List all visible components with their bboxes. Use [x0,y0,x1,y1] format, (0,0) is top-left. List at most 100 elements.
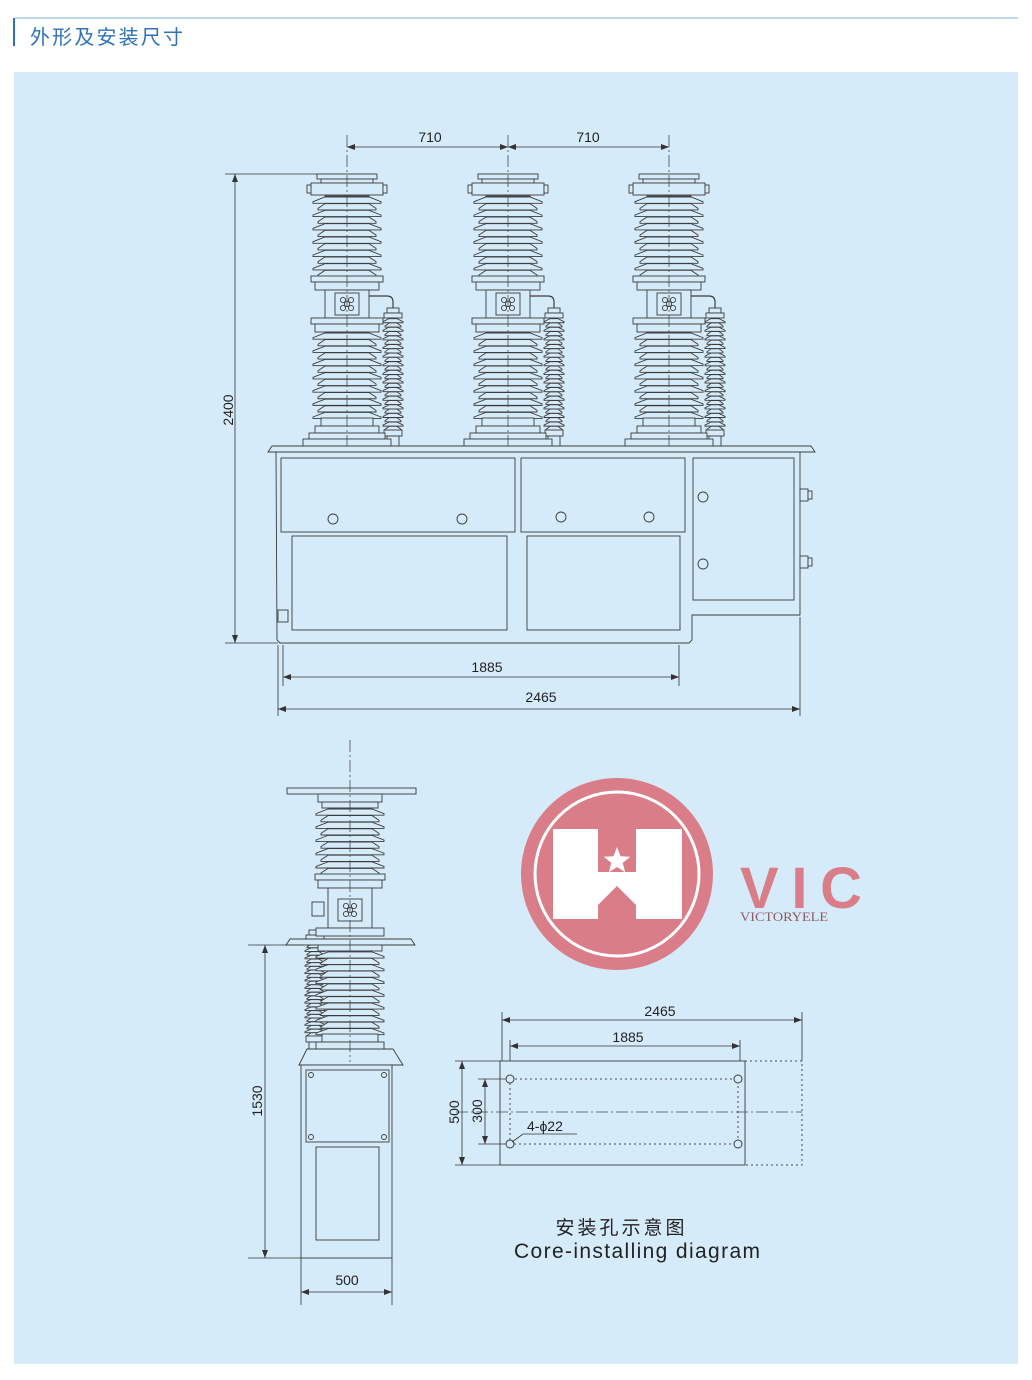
lower-insulator [315,950,385,1036]
top-terminal-plate [286,787,417,795]
insulator-shed [384,339,402,345]
insulator-shed [473,385,543,393]
insulator-shed [706,365,724,371]
mechanism-bolt [500,296,508,304]
insulator-shed [543,378,565,384]
insulator-shed [704,404,726,410]
insulator-shed [384,374,402,380]
hole-pattern-outline [509,1078,739,1145]
insulator-shed [315,989,385,997]
insulator-shed [543,412,565,418]
insulator-shed [543,369,565,375]
insulator-shed [384,331,402,337]
insulator-shed [704,395,726,401]
header-accent-bar [13,18,15,46]
arrester-sheds [543,317,565,431]
mounting-caption-en: Core-installing diagram [514,1240,760,1263]
arrester-sheds [704,317,726,431]
insulator-shed [706,382,724,388]
arrester-cap [547,307,561,314]
inner-width-label: 1885 [471,659,502,675]
grounding-terminal [277,609,289,623]
hinge-leaf [799,488,809,502]
insulator-shed [706,400,724,406]
connector-arm [369,295,394,308]
hole-spec-leader [511,1133,577,1143]
insulator-shed [545,400,563,406]
insulator-shed [545,339,563,345]
arrester-top-flange [544,312,564,319]
flange-ear [467,184,473,194]
insulator-shed [704,352,726,358]
flange-ear [382,184,388,194]
insulator-shed [304,962,326,967]
insulator-shed [312,385,382,393]
insulator-shed [543,326,565,332]
insulator-shed [384,408,402,414]
insulator-shed [382,344,404,350]
logo-ring [533,790,701,958]
front-cabinet [267,445,816,644]
insulator-shed [543,395,565,401]
upper-middle-panel [520,457,686,533]
insulator-shed [382,352,404,358]
side-upper-panel [305,1069,390,1143]
panel-screw [327,513,339,525]
insulator-shed [384,365,402,371]
arrester-bottom-flange [544,429,564,437]
arrester-sheds [382,317,404,431]
insulator-shed [382,335,404,341]
insulator-shed [545,417,563,423]
insulator-shed [312,249,382,258]
mechanism-bolt [669,296,677,304]
panel-screw [456,513,468,525]
insulator-shed [382,387,404,393]
insulator-shed [320,815,380,823]
arrester-bottom-flange [705,429,725,437]
insulator-shed [639,229,699,238]
door-lock [697,491,709,503]
mechanism-bolt [342,902,350,910]
mechanism-bolt [350,910,358,918]
base-frame-outline [499,1060,746,1166]
mechanism-bolt [661,296,669,304]
insulator-shed [706,356,724,362]
insulator-shed [704,326,726,332]
insulator-shed [384,322,402,328]
surge-arrester [382,307,404,447]
logo-h-emblem [553,829,682,919]
auxiliary-box [311,901,325,917]
mechanism-bolt [350,902,358,910]
mechanism-symbol [337,898,363,922]
insulator-shed [543,404,565,410]
insulator-shed [315,808,385,816]
insulator-shed [704,335,726,341]
insulator-shed [312,209,382,218]
mounting-hole [733,1074,743,1084]
insulator-shed [704,421,726,427]
flange-ear [306,184,312,194]
insulator-shed [317,229,377,238]
insulator-shed [382,412,404,418]
side-height-label: 1530 [249,1085,265,1116]
hinge-pin [807,557,813,567]
panel-screw [308,1134,314,1140]
mechanism-bolt [669,304,677,312]
hole-spec-label: 4-ϕ22 [527,1118,563,1134]
insulator-shed [382,378,404,384]
side-width-label: 500 [335,1272,359,1288]
insulator-shed [704,361,726,367]
pole-1 [302,173,404,447]
insulator-shed [315,1015,385,1023]
insulator-shed [320,970,380,978]
insulator-shed [545,331,563,337]
lower-left-panel [291,535,508,631]
insulator-shed [704,369,726,375]
insulator-shed [312,345,382,353]
insulator-shed [543,352,565,358]
insulator-shed [478,405,538,413]
insulator-shed [706,322,724,328]
front-center-lines [346,135,670,446]
insulator-shed [320,1008,380,1016]
